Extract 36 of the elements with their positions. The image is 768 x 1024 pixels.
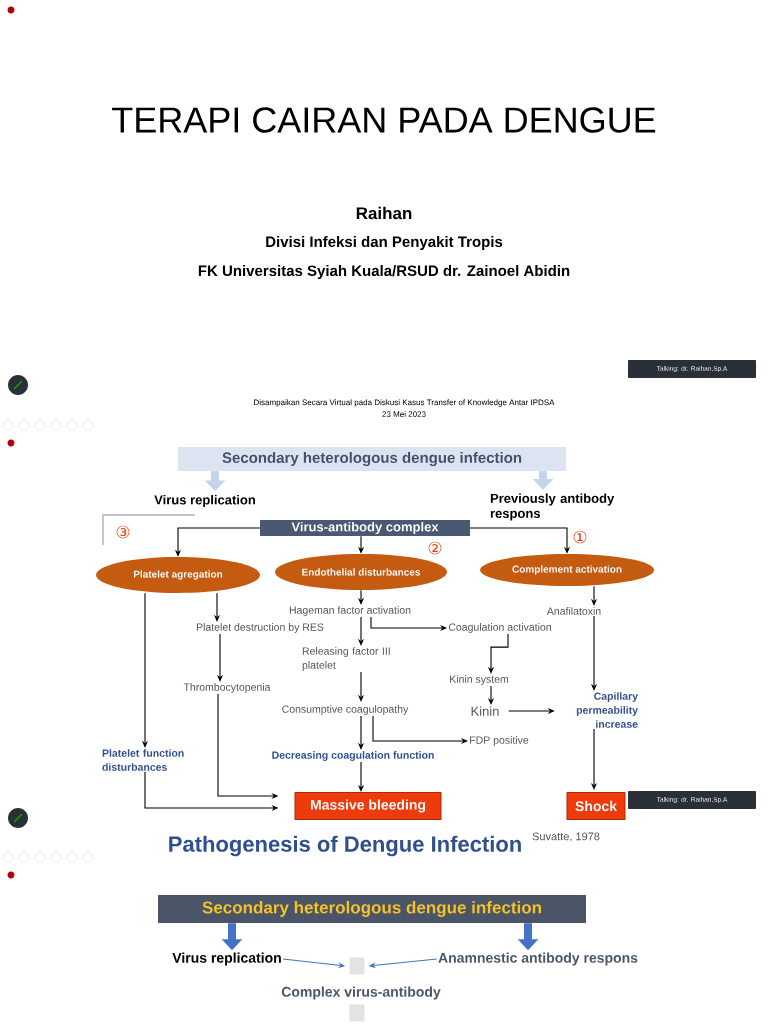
outcome-label: Platelet function disturbances — [102, 749, 184, 771]
callout-number: ③ — [116, 525, 130, 539]
step-label: Anafilatoxin — [546, 607, 601, 615]
step-label: FDP positive — [470, 736, 529, 746]
step-label: Kinin — [471, 706, 499, 716]
step-label: Thrombocytopenia — [183, 683, 271, 693]
author-name: Raihan — [356, 206, 412, 220]
date-text: 23 Mei 2023 — [382, 411, 426, 417]
result-box: Massive bleeding — [294, 792, 442, 820]
step-label: Previously antibody respons — [490, 493, 615, 521]
step-label: Virus replication — [172, 952, 281, 966]
step-label: Kinin system — [450, 675, 509, 685]
step-label: Anamnestic antibody respons — [438, 952, 638, 966]
header-banner: Secondary heterologous dengue infection — [178, 447, 566, 471]
step-label: Complex virus-antibody — [281, 986, 441, 1000]
slide-title: Pathogenesis of Dengue Infection — [169, 835, 521, 857]
header-banner: Secondary heterologous dengue infection — [158, 895, 586, 923]
placeholder-box — [349, 957, 365, 975]
placeholder-box — [349, 1004, 365, 1022]
complex-box: Virus-antibody complex — [260, 520, 470, 536]
step-label: Releasing factor III platelet — [302, 647, 390, 671]
step-label: Platelet destruction by RES — [196, 623, 324, 633]
page-title: TERAPI CAIRAN PADA DENGUE — [112, 107, 656, 133]
callout-number: ② — [428, 541, 442, 555]
citation-text: Suvatte, 1978 — [532, 832, 600, 842]
subtitle-text: Disampaikan Secara Virtual pada Diskusi Kasus Transfer of Knowledge Antar IPDSA — [254, 399, 555, 407]
step-label: Consumptive coagulopathy — [282, 705, 409, 715]
outcome-label: Capillary permeability increase — [576, 692, 638, 728]
affiliation-text: FK Universitas Syiah Kuala/RSUD dr. Zainoel Abidin — [198, 265, 570, 279]
callout-number: ① — [573, 530, 587, 544]
step-label: Hageman factor activation — [289, 606, 411, 616]
step-label: Virus replication — [154, 494, 255, 508]
result-box: Shock — [566, 792, 626, 820]
step-label: Coagulation activation — [448, 623, 551, 633]
affiliation-text: Divisi Infeksi dan Penyakit Tropis — [266, 236, 503, 250]
outcome-label: Decreasing coagulation function — [272, 751, 434, 761]
